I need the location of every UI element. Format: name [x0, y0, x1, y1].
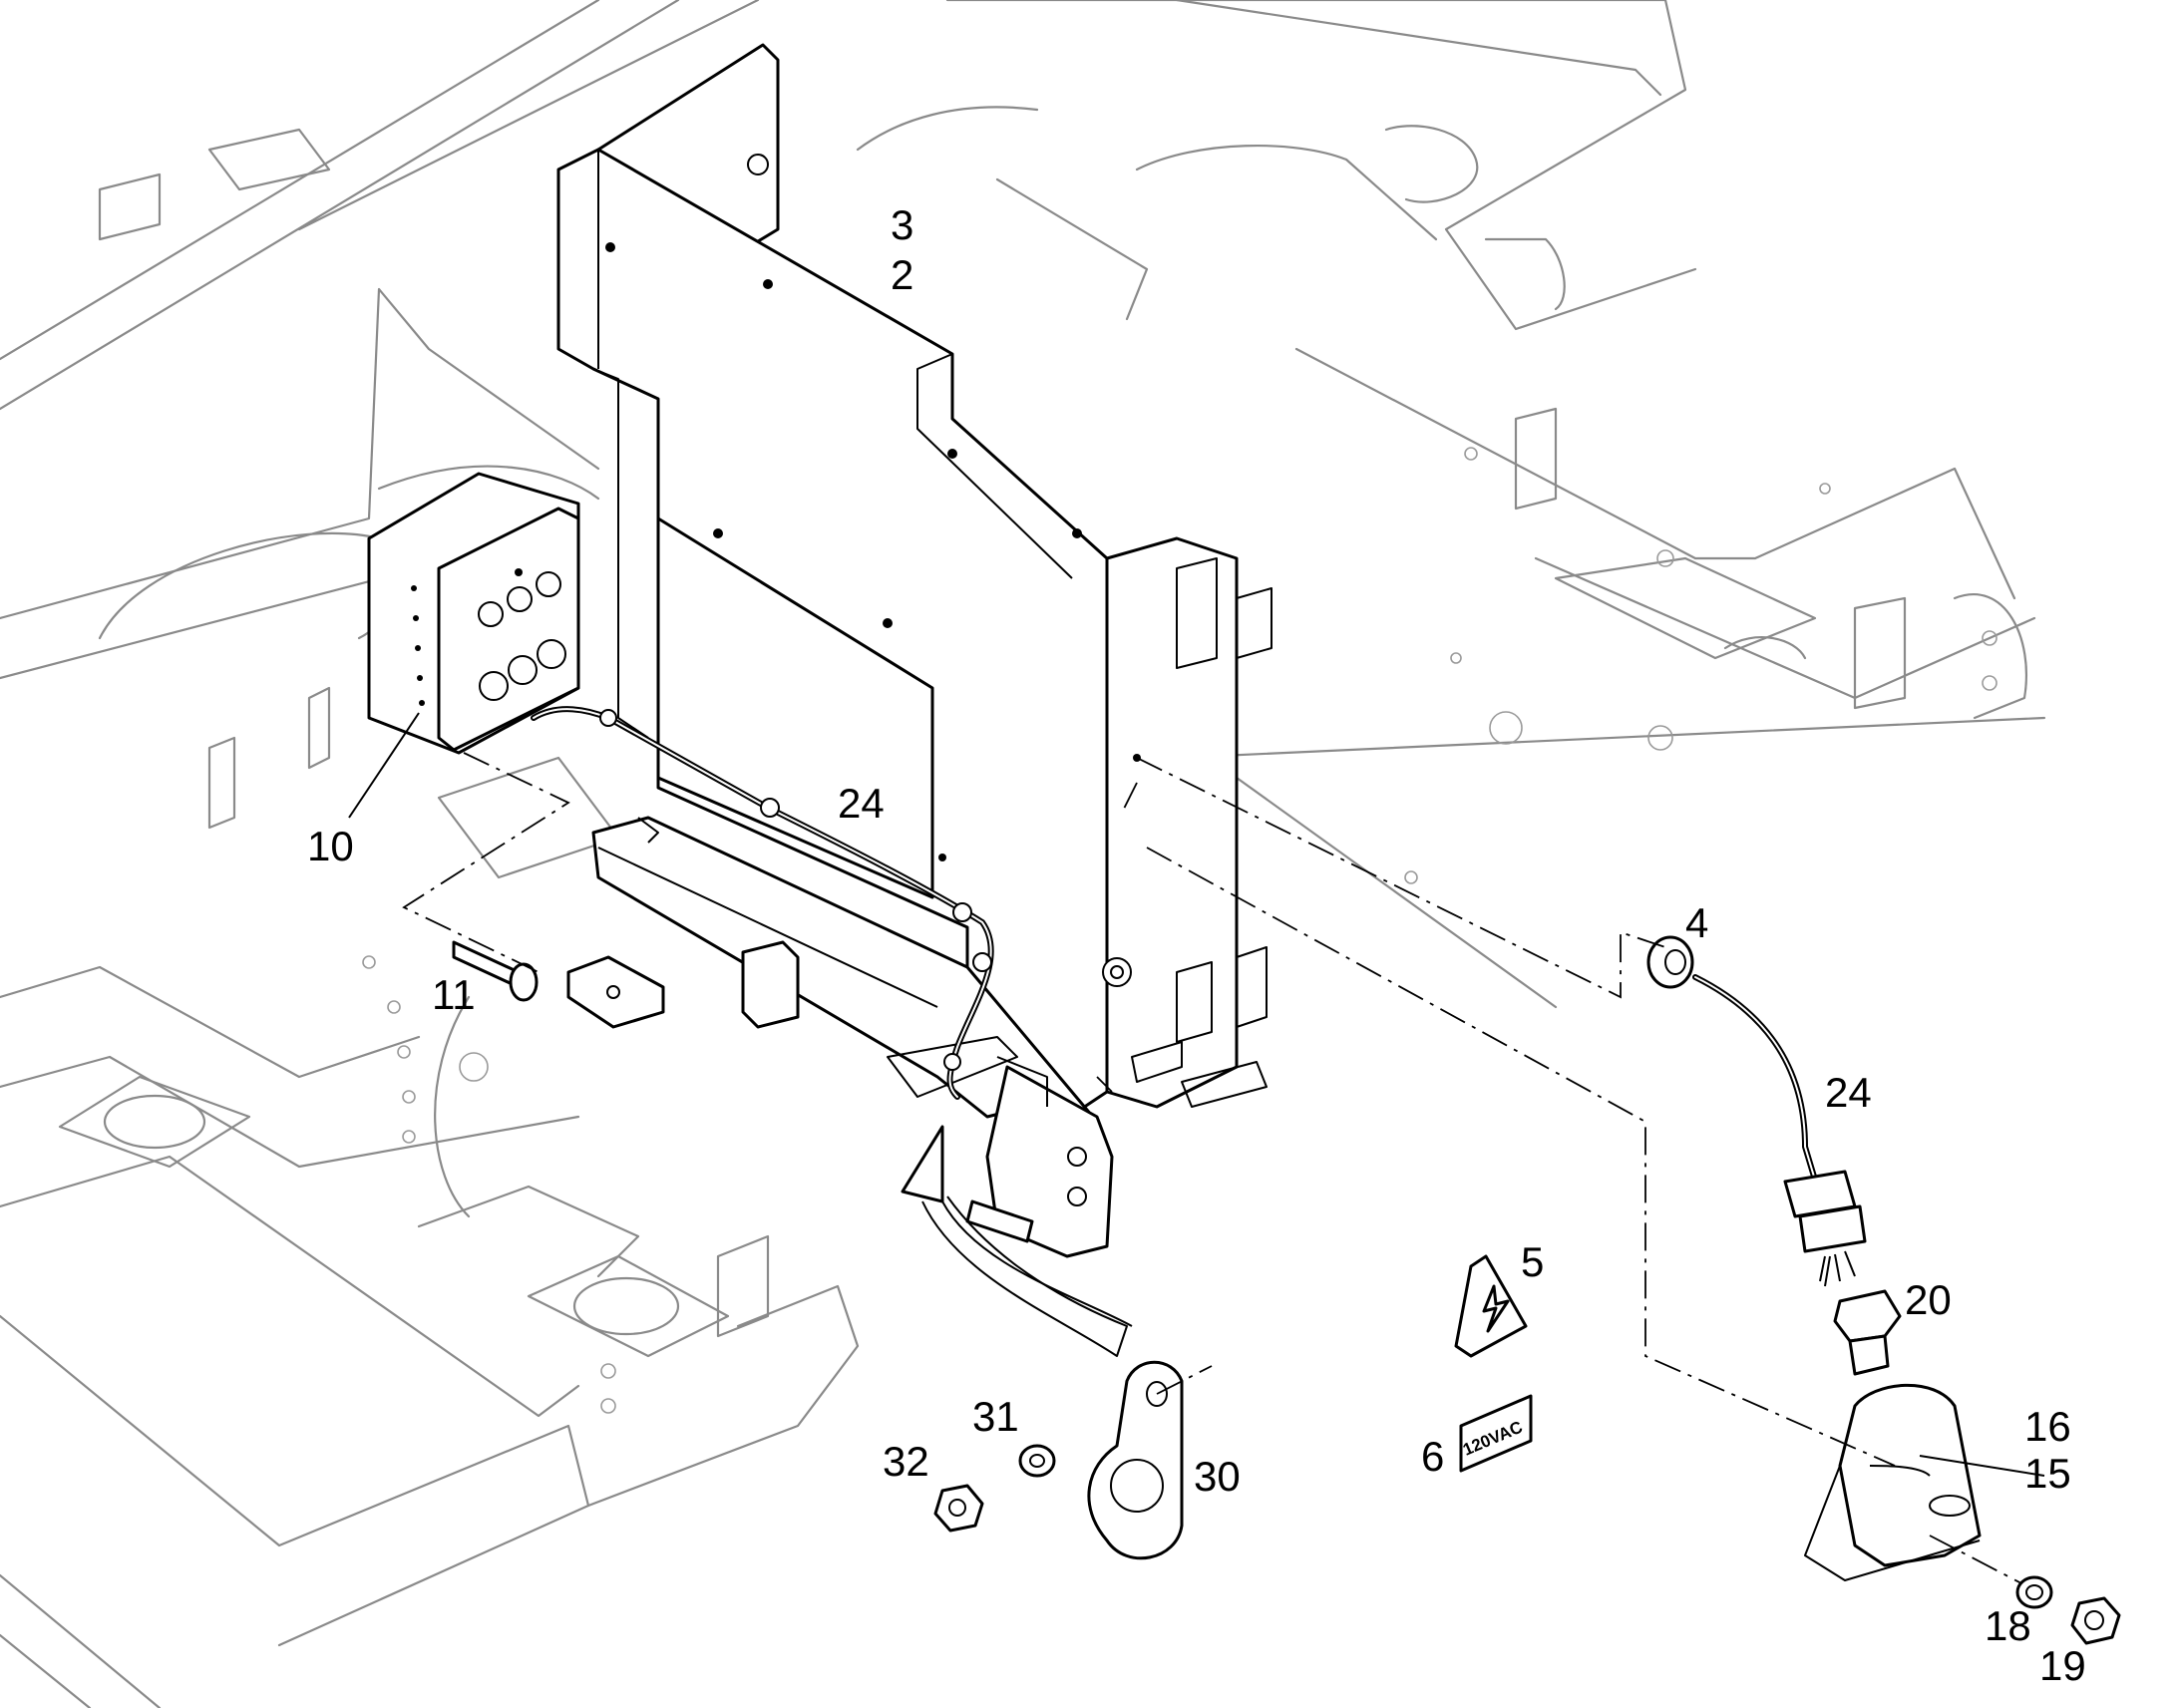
direction-arrow-icon [901, 1125, 1133, 1357]
callout-10: 10 [307, 823, 354, 869]
callout-19: 19 [2039, 1642, 2086, 1689]
callout-labels: 3 2 24 10 11 4 24 20 5 16 15 6 31 32 30 … [307, 201, 2086, 1689]
callout-20: 20 [1905, 1276, 1952, 1323]
callout-5: 5 [1521, 1238, 1544, 1285]
callout-24-harness: 24 [838, 780, 885, 827]
leader-10 [348, 712, 420, 819]
machine-frame-background [0, 0, 2046, 1708]
switch-icon [537, 639, 566, 669]
hazard-decal [1454, 1254, 1528, 1358]
callout-24-cable: 24 [1825, 1069, 1872, 1116]
socket-cap-screw [452, 940, 539, 1002]
callout-15: 15 [2024, 1450, 2071, 1497]
spacer-block [741, 940, 800, 1029]
callout-18: 18 [1985, 1602, 2031, 1649]
connector-fitting [1833, 1289, 1902, 1343]
callout-16: 16 [2024, 1403, 2071, 1450]
knob-icon [536, 571, 561, 597]
voltage-decal: 120VAC [1459, 1394, 1533, 1473]
switch-icon [479, 671, 509, 701]
callout-11: 11 [432, 971, 476, 1018]
callout-30: 30 [1194, 1453, 1241, 1500]
callout-32: 32 [883, 1438, 929, 1485]
leader-15 [1919, 1455, 2045, 1477]
switch-icon [508, 655, 538, 685]
callout-6: 6 [1421, 1433, 1444, 1480]
enclosure-assembly [556, 43, 1272, 1258]
inner-mount-plate [656, 516, 934, 899]
assembly-lines [348, 712, 2045, 1477]
callout-4: 4 [1685, 899, 1708, 946]
callout-2: 2 [891, 251, 913, 298]
lower-tab [965, 1199, 1034, 1243]
knob-icon [507, 586, 533, 612]
receptacle-housing [1838, 1383, 1982, 1567]
callout-31: 31 [972, 1393, 1019, 1440]
lifting-bracket [985, 1065, 1114, 1258]
clamp-hardware [933, 1360, 1213, 1560]
wire-harness [531, 706, 994, 1100]
callout-3: 3 [891, 201, 913, 248]
lightning-bolt-icon [1482, 1284, 1510, 1333]
external-plug-assembly [1646, 935, 2121, 1645]
control-box [367, 472, 580, 755]
knob-icon [478, 601, 504, 627]
